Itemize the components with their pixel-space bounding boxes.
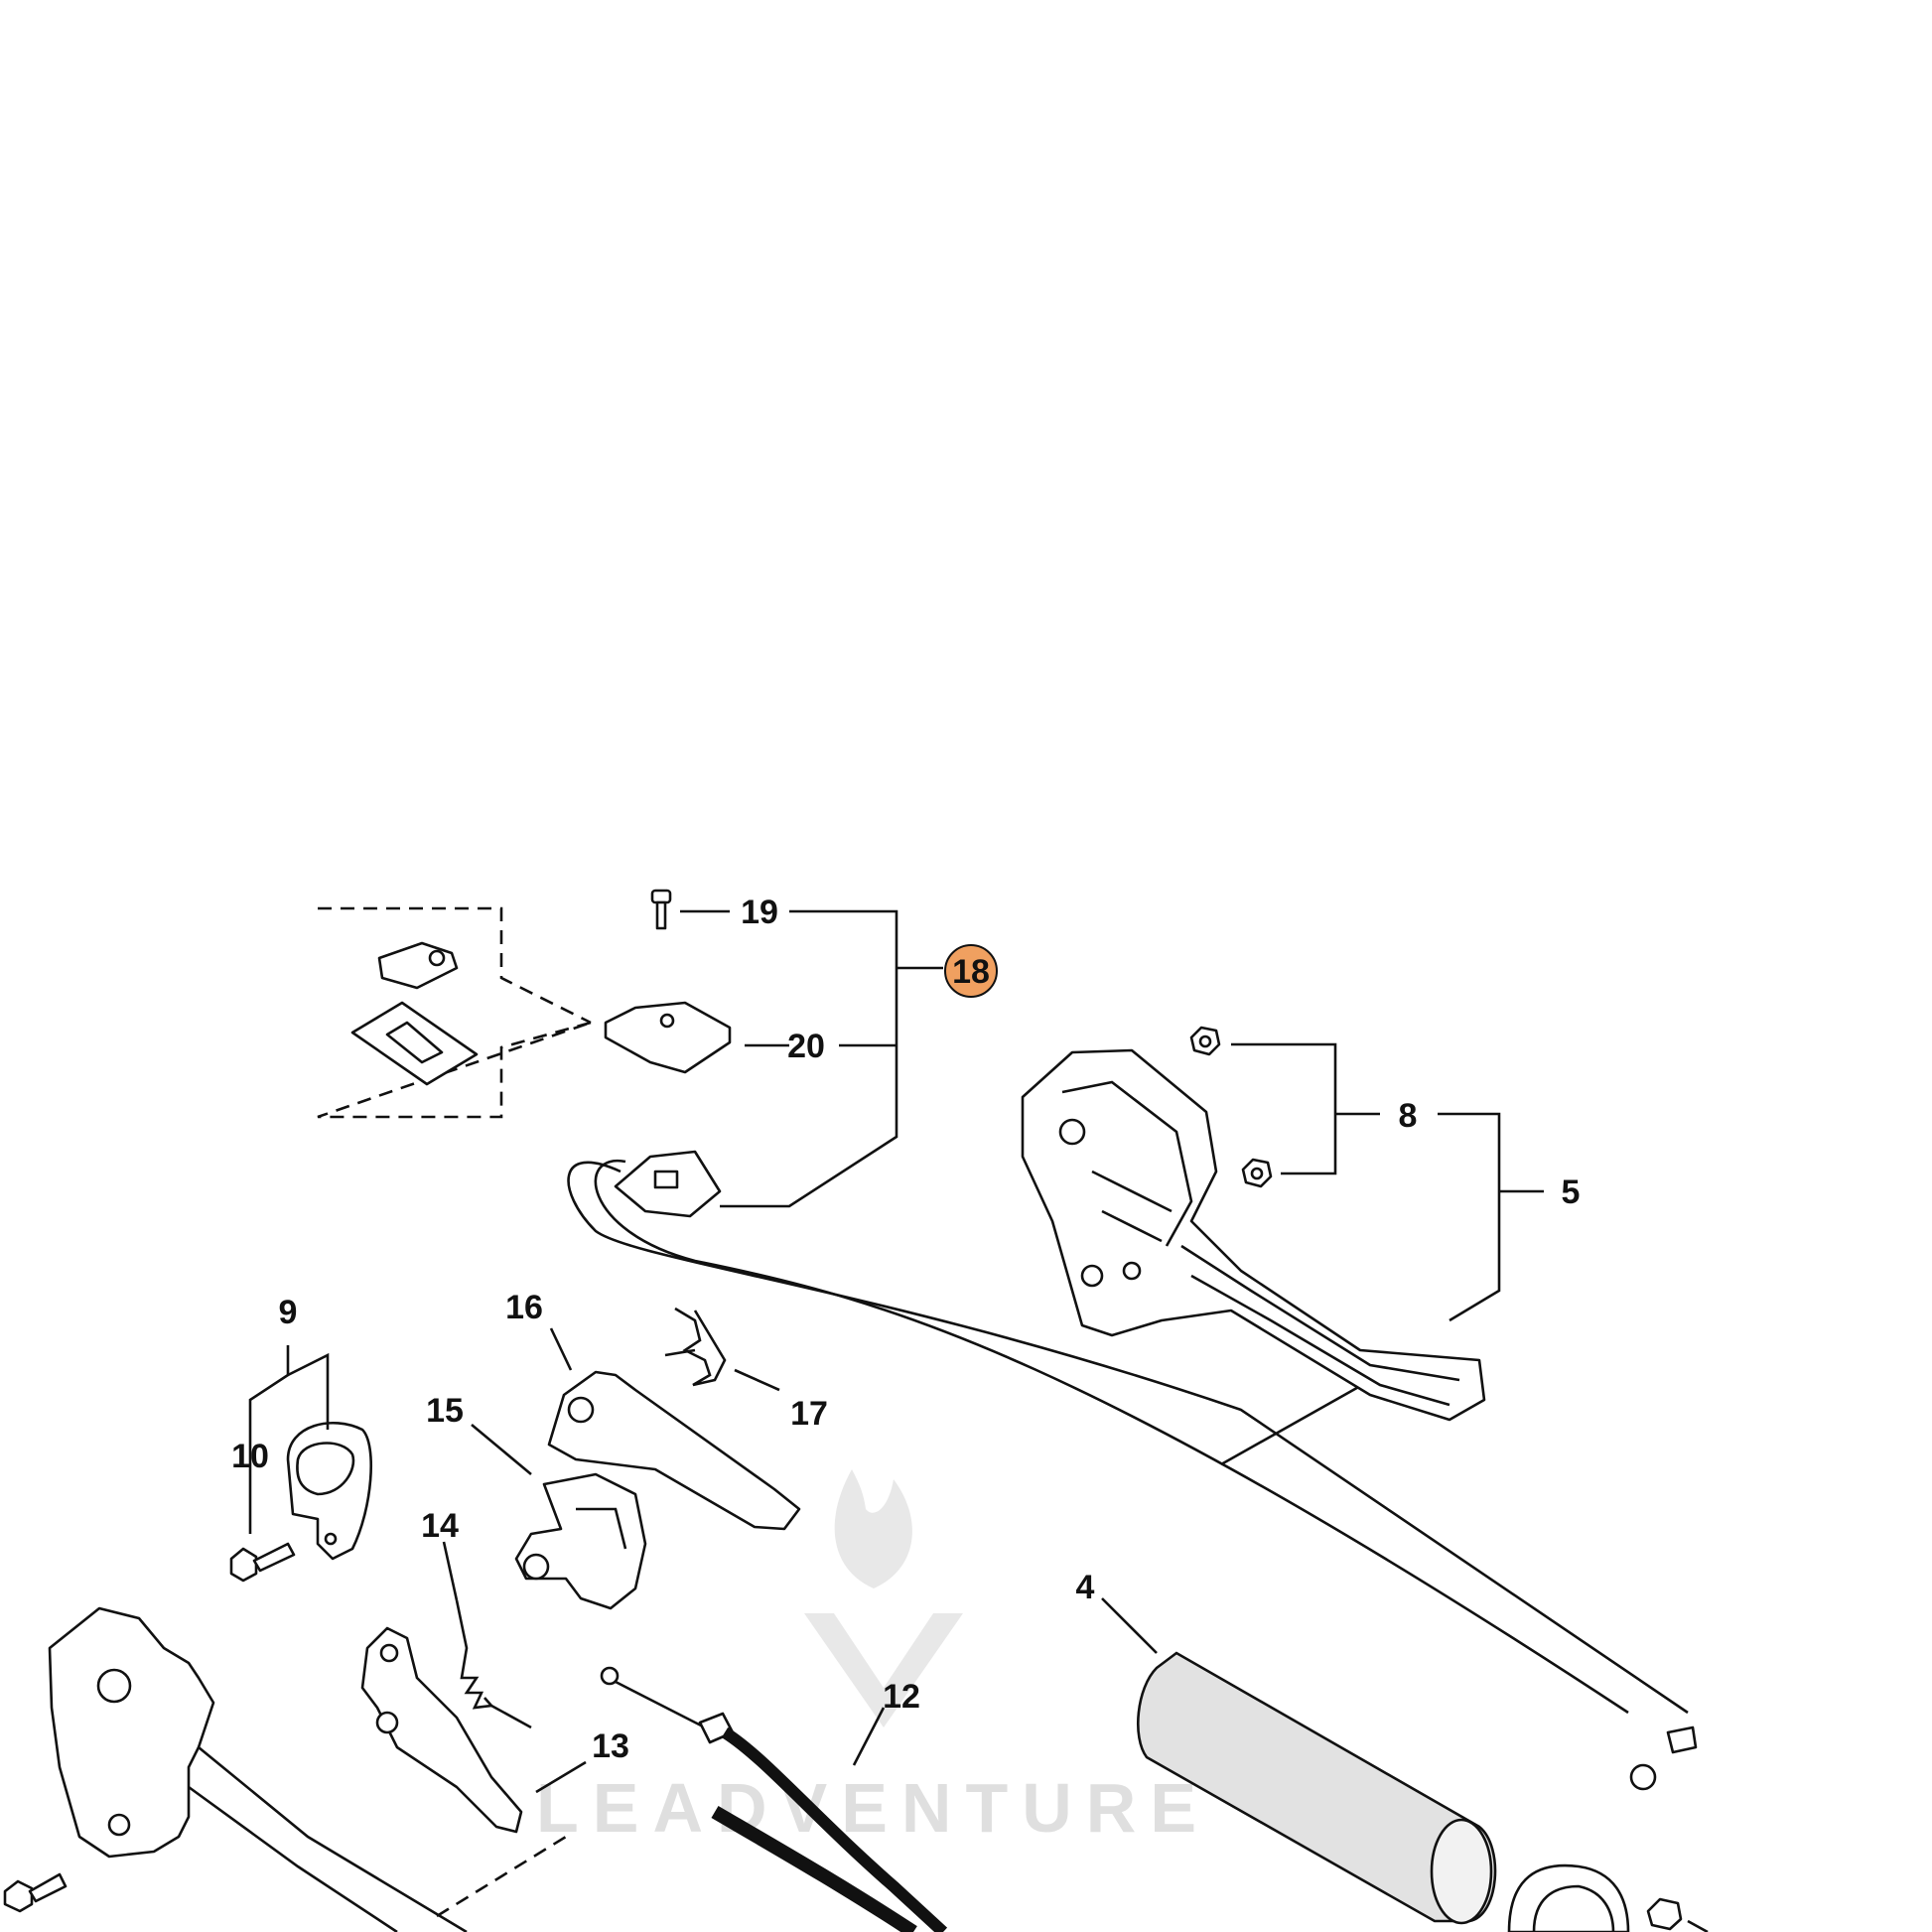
watermark: LEADVENTURE [536,1469,1210,1847]
callout-17: 17 [790,1395,828,1433]
callout-13: 13 [592,1727,629,1765]
handle-body [48,1606,468,1932]
lever-16 [547,1370,801,1531]
callout-9: 9 [279,1294,298,1331]
detail-box [317,906,592,1119]
watermark-text: LEADVENTURE [536,1769,1210,1847]
nut-bottom-right [1646,1897,1709,1932]
clamp [229,1422,372,1583]
spring-17 [664,1307,727,1387]
callout-15: 15 [426,1392,464,1430]
nuts-8 [1189,1026,1273,1188]
screw-19 [650,889,672,930]
throttle-13 [360,1626,523,1834]
callout-5: 5 [1562,1173,1581,1211]
callout-12: 12 [883,1678,920,1716]
switch-harness [567,1150,1698,1791]
trigger-15 [514,1472,647,1610]
spring-14 [455,1599,532,1729]
callout-18-highlight [944,944,998,998]
ring-part [1507,1863,1630,1932]
screw-bottom-left [3,1872,68,1913]
callout-8: 8 [1399,1097,1418,1135]
cable-12 [600,1666,948,1932]
handle-housing [1021,1048,1486,1422]
callout-19: 19 [741,894,778,931]
callout-10: 10 [231,1438,269,1475]
grip-4 [1137,1651,1497,1925]
callout-20: 20 [787,1028,825,1065]
switch-body [604,1001,732,1074]
callout-18: 18 [952,953,990,991]
callout-14: 14 [421,1507,459,1545]
callout-4: 4 [1076,1569,1095,1606]
callout-16: 16 [505,1289,543,1326]
